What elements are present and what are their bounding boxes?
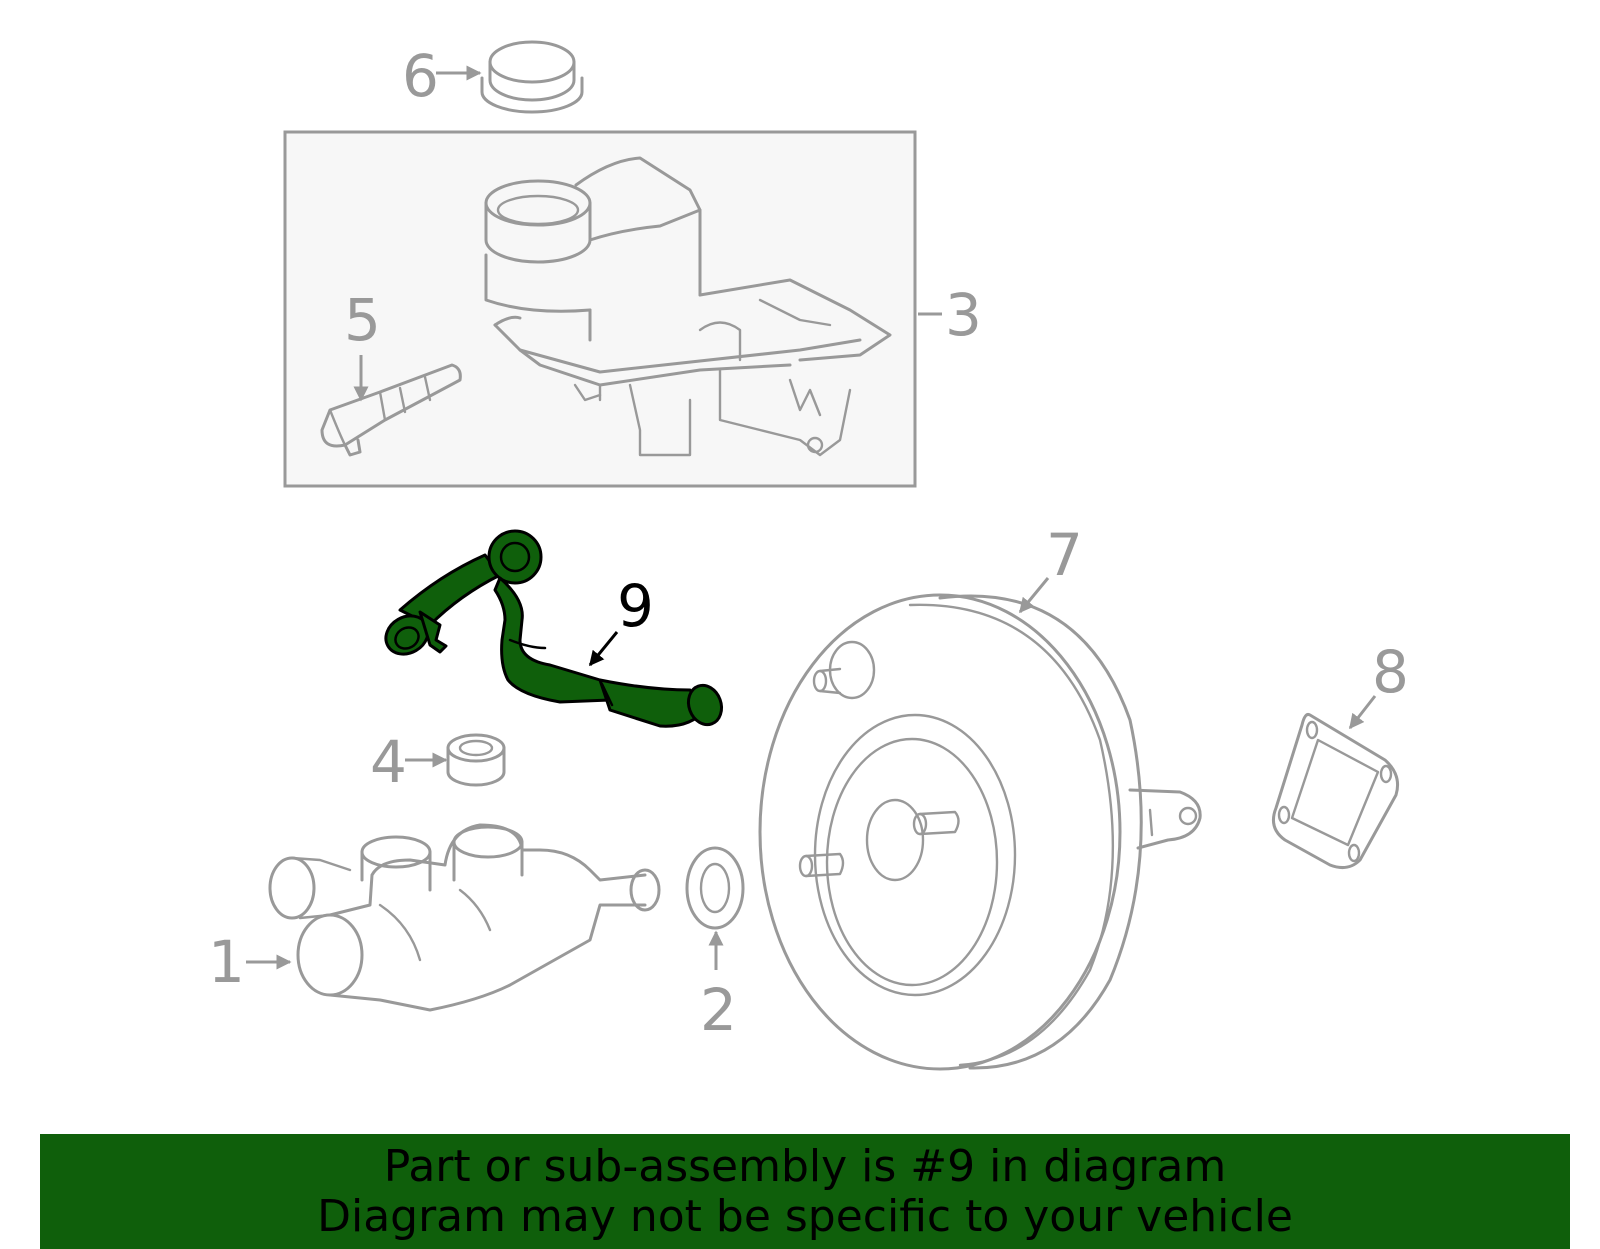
part-9-brake-booster-vacuum-hose — [384, 529, 724, 728]
callout-6: 6 — [402, 42, 439, 110]
part-6-reservoir-cap — [480, 40, 584, 114]
banner-line-disclaimer: Diagram may not be specific to your vehi… — [317, 1190, 1293, 1242]
part-2-o-ring — [685, 846, 745, 930]
part-4-grommet — [446, 733, 506, 787]
callout-7: 7 — [1046, 521, 1083, 589]
callout-8: 8 — [1372, 638, 1409, 706]
part-1-master-cylinder — [268, 823, 661, 1012]
callout-4: 4 — [370, 728, 407, 796]
callout-3: 3 — [945, 281, 982, 349]
callout-1: 1 — [208, 928, 245, 996]
part-8-gasket — [1272, 713, 1400, 870]
banner-line-part-number: Part or sub-assembly is #9 in diagram — [383, 1140, 1227, 1192]
part-7-brake-booster — [758, 593, 1202, 1071]
callout-9: 9 — [617, 572, 654, 640]
part-3-assembly-box — [283, 130, 917, 488]
callout-5: 5 — [344, 286, 381, 354]
callout-numbers: 1 2 3 4 5 6 7 8 9 — [208, 42, 1409, 1044]
leader-lines — [246, 65, 1377, 970]
part-5-sensor — [320, 363, 462, 457]
info-banner: Part or sub-assembly is #9 in diagram Di… — [40, 1134, 1570, 1249]
callout-2: 2 — [700, 976, 737, 1044]
part-3-reservoir — [484, 156, 892, 457]
